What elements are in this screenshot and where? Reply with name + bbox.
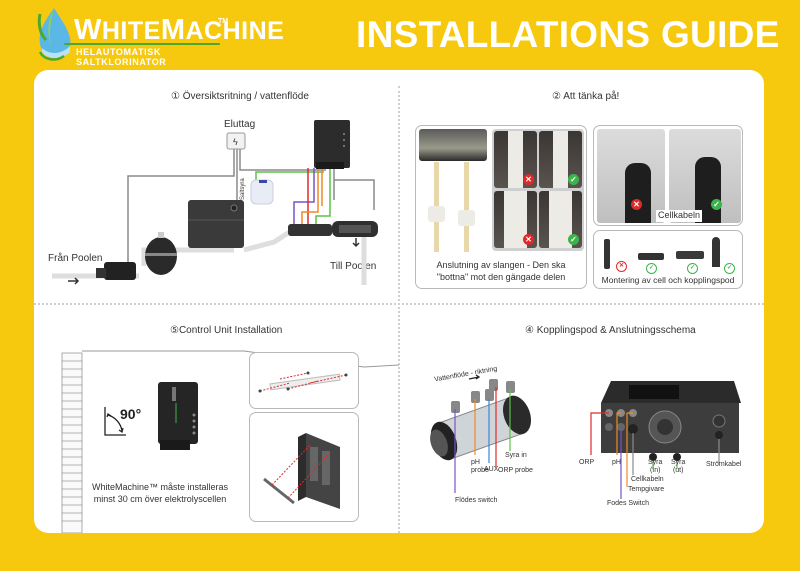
hose-caption-line-2: "bottna" mot den gängade delen <box>436 271 566 282</box>
hose-caption-line-1: Anslutning av slangen - Den ska <box>436 260 566 270</box>
correct-badge-icon: ✓ <box>568 234 579 245</box>
unit-bracket-illustration <box>263 433 340 509</box>
water-flow-diagram: ϟ <box>52 120 378 285</box>
correct-badge-icon: ✓ <box>568 174 579 185</box>
wrong-badge-icon: ✕ <box>523 174 534 185</box>
mount-vertical-wrong <box>604 239 610 269</box>
unit-acid-out-label: Syra(ut) <box>671 459 686 474</box>
unit-ph-label: pH <box>612 459 621 466</box>
control-unit-image <box>158 382 198 444</box>
right-angle-icon <box>104 407 126 436</box>
mounting-height-note: WhiteMachine™ måste installeras minst 30… <box>92 482 228 505</box>
cell-cable-card: ✕ ✓ Cellkabeln <box>593 125 743 226</box>
bracket-hanging-card <box>249 412 359 522</box>
detail-photo-grid: ✕ ✓ ✕ ✓ <box>492 129 584 251</box>
acid-container <box>250 179 274 205</box>
cell-cable-wrong-photo: ✕ <box>597 129 665 223</box>
hose-connection-card: ✕ ✓ ✕ ✓ Anslutning av slangen - Den ska … <box>415 125 587 289</box>
mount-horizontal-down-correct <box>676 251 704 259</box>
pod-orp-probe-label: ORP probe <box>498 467 533 474</box>
unit-orp-label: ORP <box>579 459 595 466</box>
angle-label: 90° <box>120 406 142 422</box>
wire-purple <box>293 168 315 228</box>
screw-mounting-card <box>249 352 359 409</box>
wire-orange-1 <box>301 168 319 228</box>
horizontal-divider <box>34 303 764 305</box>
pod-acid-in-label: Syra in <box>505 452 527 459</box>
hose-correct-photo-2: ✓ <box>539 191 582 248</box>
leader-ph <box>616 412 621 455</box>
pod-flow-switch-label: Flödes switch <box>455 497 498 504</box>
water-drop-leaf-icon <box>37 8 71 61</box>
control-unit <box>314 120 350 168</box>
page-title: INSTALLATIONS GUIDE <box>356 14 780 55</box>
unit-flow-switch-label: Fodes Switch <box>607 500 650 507</box>
wall-illustration <box>61 350 399 533</box>
mount-vertical-correct <box>712 237 720 267</box>
trademark: TM <box>218 18 229 25</box>
hose-wrong-photo-1: ✕ <box>494 131 537 188</box>
flow-direction-arrow-icon <box>468 374 481 380</box>
vertical-divider <box>398 86 400 533</box>
brand-name: WHITEMACHINE <box>74 14 285 46</box>
outlet-label: Eluttag <box>224 119 256 130</box>
cell-cable-caption: Cellkabeln <box>656 210 703 222</box>
hose-fitting-left <box>428 206 445 222</box>
unit-cell-cable-label: Cellkabeln <box>631 476 664 483</box>
screw-bracket-illustration <box>258 371 348 393</box>
section-overview-title: ① Översiktsritning / vattenflöde <box>171 91 309 102</box>
brick-wall <box>61 352 83 533</box>
unit-acid-in-label: Syra(In) <box>648 459 663 474</box>
to-pool-label: Till Poolen <box>330 261 377 272</box>
wrong-badge-icon: ✕ <box>616 261 627 272</box>
logo-underline <box>64 43 220 45</box>
hose-caption: Anslutning av slangen - Den ska "bottna"… <box>416 260 586 283</box>
note-line-2: minst 30 cm över elektrolyscellen <box>93 493 227 504</box>
power-outlet <box>226 132 246 150</box>
svg-text:ϟ: ϟ <box>233 137 238 147</box>
section-coupling-title: ④ Kopplingspod & Anslutningsschema <box>525 325 696 336</box>
hose-fitting-right <box>458 210 475 226</box>
from-pool-label: Från Poolen <box>48 253 103 264</box>
coupling-pod <box>288 224 332 236</box>
correct-badge-icon: ✓ <box>724 263 735 274</box>
section-control-unit-title: ⑤Control Unit Installation <box>170 325 283 336</box>
outflow-arrow-icon <box>352 238 360 248</box>
leader-temp <box>626 412 633 487</box>
mounting-card: ✕ ✓ ✓ ✓ Montering av cell och kopplingsp… <box>593 230 743 289</box>
hose-right <box>464 162 469 252</box>
guide-panel: ① Översiktsritning / vattenflöde Eluttag… <box>34 70 764 533</box>
correct-badge-icon: ✓ <box>687 263 698 274</box>
pump-head-photo <box>419 129 487 161</box>
pod-aux-label: AUX <box>484 466 499 473</box>
cell-cable-correct-photo: ✓ <box>669 129 741 223</box>
wire-green-acid <box>255 171 324 182</box>
note-line-1: WhiteMachine™ måste installeras <box>92 482 229 492</box>
heat-pump <box>188 200 244 248</box>
brand-subtitle: HELAUTOMATISK SALTKLORINATOR <box>76 47 167 67</box>
correct-badge-icon: ✓ <box>711 199 722 210</box>
hose-wrong-photo-2: ✕ <box>494 191 537 248</box>
mounting-caption: Montering av cell och kopplingspod <box>601 275 735 285</box>
inflow-arrow-icon <box>68 277 80 285</box>
wire-green <box>315 168 331 228</box>
leader-orp <box>590 412 609 455</box>
brand-logo: WHITEMACHINE TM HELAUTOMATISK SALTKLORIN… <box>34 4 284 67</box>
correct-badge-icon: ✓ <box>646 263 657 274</box>
wrong-badge-icon: ✕ <box>631 199 642 210</box>
wrong-badge-icon: ✕ <box>523 234 534 245</box>
unit-power-cable-label: Strömkabel <box>706 461 742 468</box>
unit-temp-sensor-label: Tempgivare <box>628 486 665 493</box>
section-consider-title: ② Att tänka på! <box>552 91 620 102</box>
mount-horizontal-up-correct <box>638 253 664 260</box>
hose-correct-photo-1: ✓ <box>539 131 582 188</box>
pool-pump <box>104 262 136 280</box>
coupling-pod-illustration <box>430 374 741 499</box>
